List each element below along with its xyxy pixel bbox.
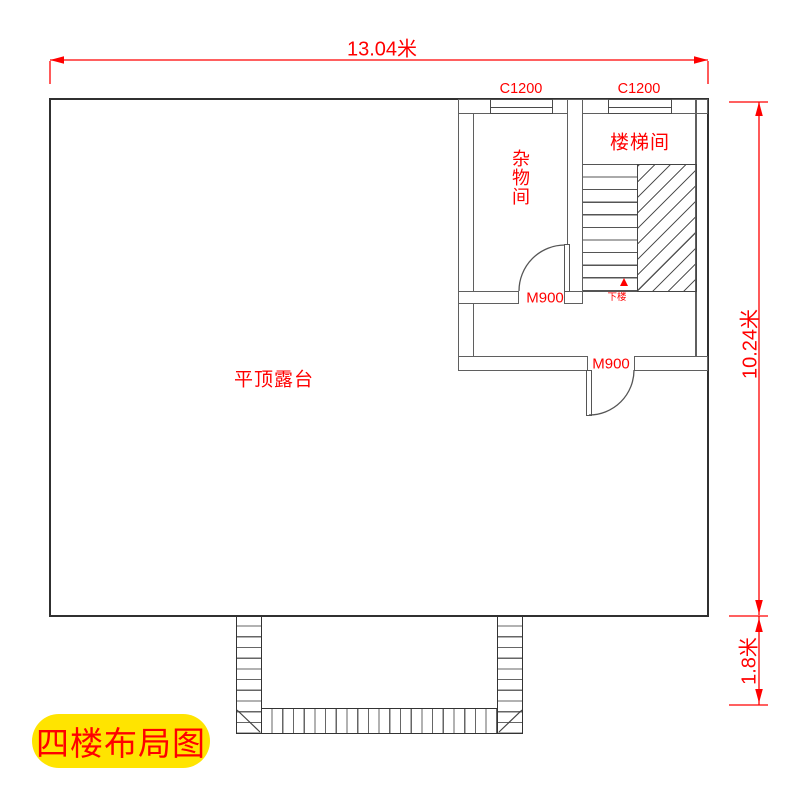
room-label-stairwell: 楼梯间: [609, 132, 671, 154]
dimension-text-stair-depth: 1.8米: [738, 637, 761, 685]
dimension-text-height: 10.24米: [739, 308, 762, 380]
window-label-1: C1200: [499, 81, 543, 97]
wall-storage-bottom-stub: [564, 291, 583, 304]
stair-hatched-flight: [637, 164, 697, 292]
door-label-storage: M900: [526, 289, 564, 307]
door-leaf-landing: [586, 370, 592, 416]
plan-title: 四楼布局图: [36, 725, 206, 762]
plan-title-badge: 四楼布局图: [32, 714, 210, 768]
exterior-stair-right-strip: [497, 616, 523, 734]
downstairs-label: 下楼: [607, 292, 627, 303]
window-glass-line: [491, 106, 552, 108]
wall-storage-bottom: [458, 291, 519, 304]
wall-landing-bottom-right: [634, 356, 708, 371]
window-c1200-1: [490, 99, 553, 114]
exterior-stair-bottom-strip: [262, 708, 497, 734]
window-label-2: C1200: [617, 81, 661, 97]
wall-block-left: [458, 99, 474, 371]
stair-treads: [583, 164, 638, 292]
building-outline: [49, 98, 709, 617]
window-c1200-2: [608, 99, 672, 114]
exterior-stair-left-strip: [236, 616, 262, 734]
door-label-landing: M900: [592, 355, 630, 373]
window-glass-line: [609, 106, 671, 108]
room-label-terrace: 平顶露台: [233, 369, 315, 391]
dimension-text-width: 13.04米: [346, 38, 418, 61]
wall-landing-bottom-left: [458, 356, 588, 371]
room-label-storage: 杂物间: [512, 149, 530, 207]
door-leaf-storage: [564, 244, 570, 292]
